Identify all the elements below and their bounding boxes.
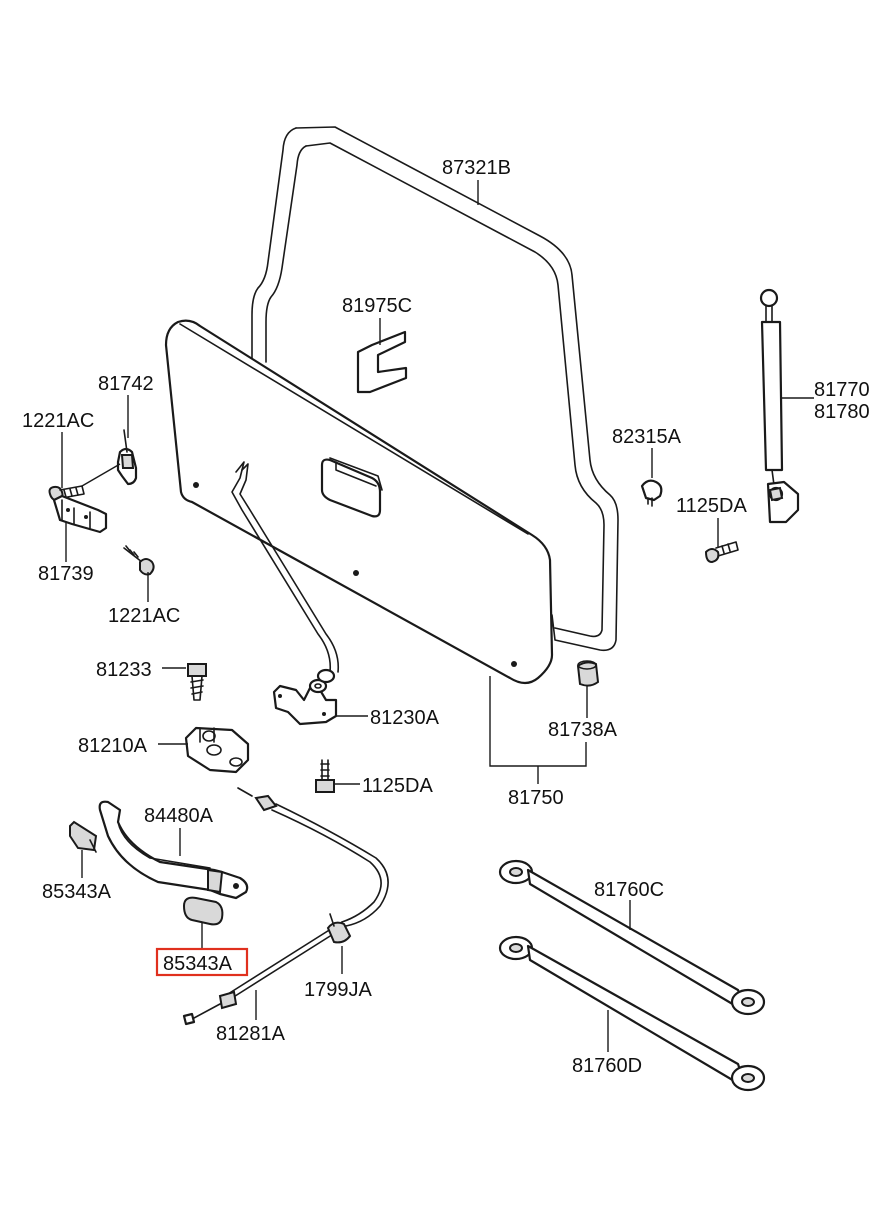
- label-1125DA-a[interactable]: 1125DA: [676, 495, 747, 517]
- clip-82315A[interactable]: [640, 479, 663, 507]
- cable-81281A[interactable]: [182, 787, 389, 1026]
- label-81210A[interactable]: 81210A: [78, 735, 148, 757]
- label-82315A[interactable]: 82315A: [612, 426, 682, 448]
- highlight-box-85343A: [155, 947, 249, 977]
- clip-1799JA[interactable]: [326, 913, 352, 944]
- bumper-81738A[interactable]: [576, 660, 600, 687]
- cap-85343A-b[interactable]: [182, 896, 224, 926]
- bracket-81742[interactable]: [116, 429, 138, 486]
- bracket-81739[interactable]: [52, 494, 108, 534]
- label-1799JA[interactable]: 1799JA: [304, 979, 372, 1001]
- label-1221AC-a[interactable]: 1221AC: [22, 410, 94, 432]
- label-81281A[interactable]: 81281A: [216, 1023, 286, 1045]
- label-81760D[interactable]: 81760D: [572, 1055, 642, 1077]
- gas-strut-81770[interactable]: [759, 288, 800, 524]
- striker-81210A[interactable]: [184, 726, 250, 774]
- label-1125DA-b[interactable]: 1125DA: [362, 775, 433, 797]
- screw-1221AC-b[interactable]: [123, 545, 155, 576]
- cap-85343A-a[interactable]: [69, 820, 98, 853]
- screw-1125DA-a[interactable]: [704, 541, 739, 564]
- weatherstrip-87321B[interactable]: [251, 126, 619, 652]
- screw-1221AC-a[interactable]: [48, 485, 85, 502]
- bolt-81233[interactable]: [187, 663, 207, 701]
- label-81780[interactable]: 81780: [814, 401, 870, 423]
- stay-rod-81760C[interactable]: [498, 859, 766, 1016]
- label-81770[interactable]: 81770: [814, 379, 870, 401]
- label-81230A[interactable]: 81230A: [370, 707, 440, 729]
- screw-1125DA-b[interactable]: [315, 759, 335, 793]
- pull-cup[interactable]: [320, 457, 383, 518]
- grab-handle-84480A[interactable]: [98, 800, 249, 900]
- label-85343A-b[interactable]: 85343A: [163, 953, 233, 975]
- label-1221AC-b[interactable]: 1221AC: [108, 605, 180, 627]
- leader-lines: [61, 180, 814, 1052]
- label-81738A[interactable]: 81738A: [548, 719, 618, 741]
- label-85343A-a[interactable]: 85343A: [42, 881, 112, 903]
- stay-rod-81760D[interactable]: [498, 935, 766, 1092]
- label-81975C[interactable]: 81975C: [342, 295, 412, 317]
- hinge-81230A[interactable]: [272, 668, 338, 726]
- part-labels: 87321B 81975C 81742 1221AC 81770 81780 8…: [22, 157, 870, 1077]
- label-87321B[interactable]: 87321B: [442, 157, 511, 179]
- label-81739[interactable]: 81739: [38, 563, 94, 585]
- latch-rod[interactable]: [231, 461, 340, 673]
- clip-81975C[interactable]: [356, 330, 408, 394]
- label-81760C[interactable]: 81760C: [594, 879, 664, 901]
- label-84480A[interactable]: 84480A: [144, 805, 214, 827]
- label-81742[interactable]: 81742: [98, 373, 154, 395]
- label-81750[interactable]: 81750: [508, 787, 564, 809]
- label-81233[interactable]: 81233: [96, 659, 152, 681]
